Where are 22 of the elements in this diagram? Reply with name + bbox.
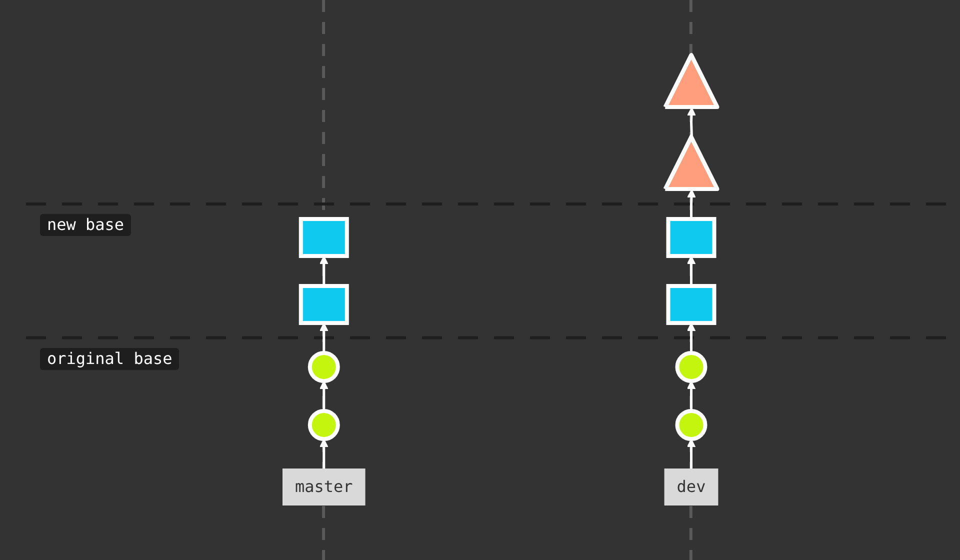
arrow (686, 189, 696, 219)
arrow (686, 380, 696, 411)
node-circle (674, 409, 707, 441)
node-box (298, 217, 349, 258)
node-circle (674, 351, 707, 383)
arrow (319, 322, 328, 353)
arrow (319, 380, 328, 411)
node-box: dev (664, 468, 718, 506)
arrow (686, 322, 696, 353)
base-label: new base (40, 214, 132, 236)
arrow (686, 107, 696, 138)
node-circle (308, 409, 340, 441)
node-box: master (282, 468, 365, 506)
node-box (666, 284, 716, 325)
arrow (319, 256, 328, 286)
node-box (666, 217, 716, 258)
arrow (686, 438, 696, 469)
arrow (686, 256, 696, 286)
node-circle (308, 351, 340, 383)
base-label: original base (40, 348, 180, 370)
arrow (319, 438, 328, 469)
node-box (298, 284, 349, 325)
